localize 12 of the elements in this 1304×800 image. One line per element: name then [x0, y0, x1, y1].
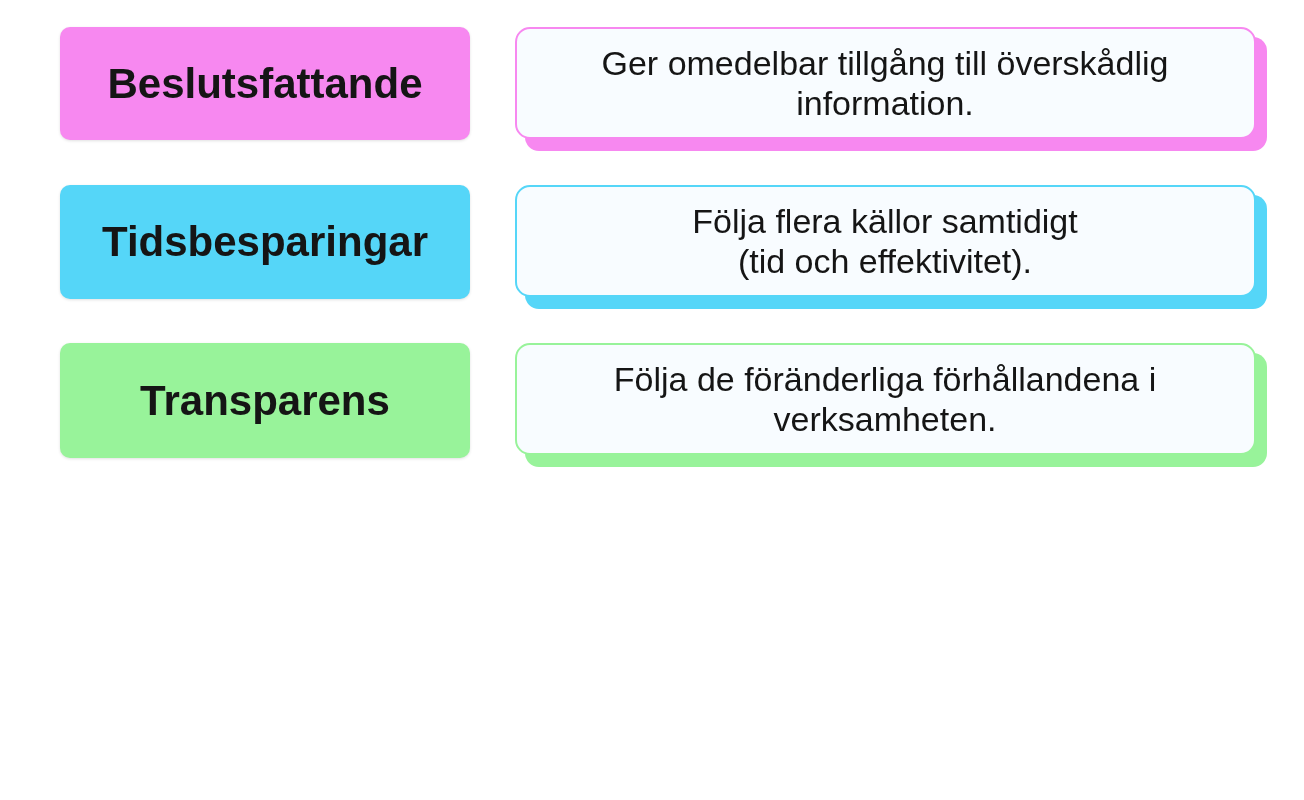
category-label: Tidsbesparingar — [102, 218, 428, 266]
description-text: Följa flera källor samtidigt (tid och effektivitet). — [691, 200, 1079, 282]
category-label: Transparens — [140, 376, 390, 425]
category-box — [60, 27, 470, 140]
category-box — [60, 343, 470, 458]
category-label: Beslutsfattande — [107, 59, 423, 108]
description-card — [515, 343, 1267, 467]
description-card — [515, 185, 1267, 309]
description-text: Följa de föränderliga förhållandena i verksamheten. — [612, 358, 1158, 440]
description-card — [515, 27, 1267, 151]
description-text: Ger omedelbar tillgång till överskådlig information. — [600, 42, 1170, 124]
category-box — [60, 185, 470, 299]
